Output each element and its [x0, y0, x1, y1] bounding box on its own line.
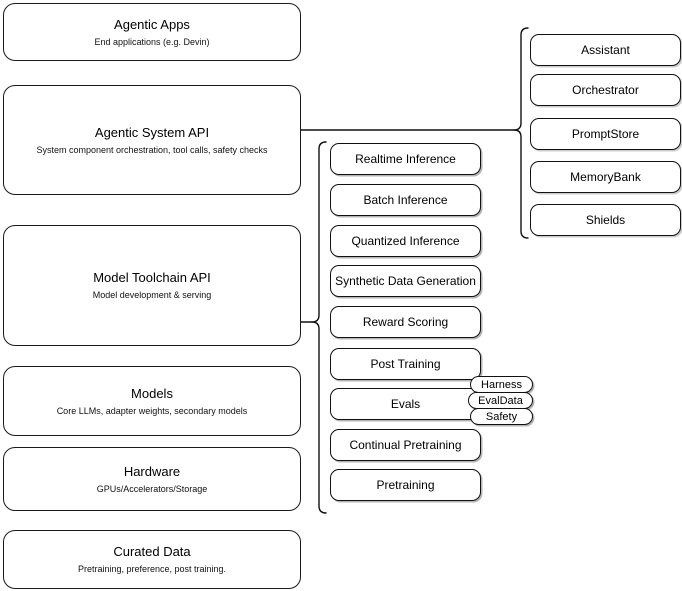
layer-subtitle: Pretraining, preference, post training.: [77, 564, 227, 574]
middle-column-bracket: [311, 141, 327, 514]
node-label: Orchestrator: [572, 83, 639, 97]
layer-title: Agentic System API: [94, 124, 210, 140]
layer-title: Curated Data: [113, 544, 191, 559]
layer-subtitle: System component orchestration, tool cal…: [36, 144, 268, 155]
node-label: PromptStore: [571, 127, 640, 141]
pill-safety[interactable]: Safety: [470, 408, 533, 425]
node-label: Batch Inference: [363, 193, 448, 207]
node-evals[interactable]: Evals: [330, 388, 481, 420]
layer-subtitle: GPUs/Accelerators/Storage: [96, 483, 208, 494]
node-continual-pretraining[interactable]: Continual Pretraining: [330, 429, 481, 461]
layer-title: Hardware: [123, 463, 181, 479]
layer-title: Model Toolchain API: [93, 270, 211, 285]
layer-box-agentic-system-api[interactable]: Agentic System API System component orch…: [3, 85, 301, 195]
layer-title: Models: [131, 385, 173, 401]
node-shields[interactable]: Shields: [530, 204, 681, 236]
node-realtime-inference[interactable]: Realtime Inference: [330, 143, 481, 175]
node-assistant[interactable]: Assistant: [530, 34, 681, 66]
node-label: Reward Scoring: [362, 315, 449, 329]
layer-box-hardware[interactable]: Hardware GPUs/Accelerators/Storage: [3, 447, 301, 511]
node-orchestrator[interactable]: Orchestrator: [530, 74, 681, 106]
node-label: Realtime Inference: [355, 152, 456, 166]
node-label: Pretraining: [376, 478, 435, 492]
node-label: Assistant: [581, 43, 630, 57]
node-label: Synthetic Data Generation: [335, 274, 476, 288]
node-reward-scoring[interactable]: Reward Scoring: [330, 306, 481, 338]
node-synthetic-data-generation[interactable]: Synthetic Data Generation: [330, 265, 481, 297]
layer-box-models[interactable]: Models Core LLMs, adapter weights, secon…: [3, 366, 301, 436]
node-quantized-inference[interactable]: Quantized Inference: [330, 225, 481, 257]
layer-box-curated-data[interactable]: Curated Data Pretraining, preference, po…: [3, 530, 301, 589]
node-pretraining[interactable]: Pretraining: [330, 469, 481, 501]
node-label: Quantized Inference: [351, 234, 460, 248]
pill-harness[interactable]: Harness: [470, 376, 533, 393]
node-memorybank[interactable]: MemoryBank: [530, 161, 681, 193]
node-label: Continual Pretraining: [349, 438, 462, 452]
node-batch-inference[interactable]: Batch Inference: [330, 184, 481, 216]
layer-box-agentic-apps[interactable]: Agentic Apps End applications (e.g. Devi…: [3, 3, 301, 61]
right-column-bracket: [513, 27, 529, 239]
node-label: Evals: [390, 397, 421, 411]
pill-label: EvalData: [478, 394, 523, 407]
layer-subtitle: Model development & serving: [92, 290, 212, 300]
pill-evaldata[interactable]: EvalData: [468, 392, 533, 409]
node-label: MemoryBank: [570, 170, 641, 184]
layer-title: Agentic Apps: [114, 16, 190, 32]
pill-label: Safety: [485, 410, 518, 423]
pill-label: Harness: [481, 378, 522, 391]
node-label: Shields: [585, 213, 626, 227]
layer-box-model-toolchain-api[interactable]: Model Toolchain API Model development & …: [3, 225, 301, 346]
node-post-training[interactable]: Post Training: [330, 348, 481, 380]
layer-subtitle: Core LLMs, adapter weights, secondary mo…: [56, 405, 248, 416]
layer-subtitle: End applications (e.g. Devin): [94, 36, 210, 47]
node-promptstore[interactable]: PromptStore: [530, 118, 681, 150]
node-label: Post Training: [370, 357, 441, 371]
